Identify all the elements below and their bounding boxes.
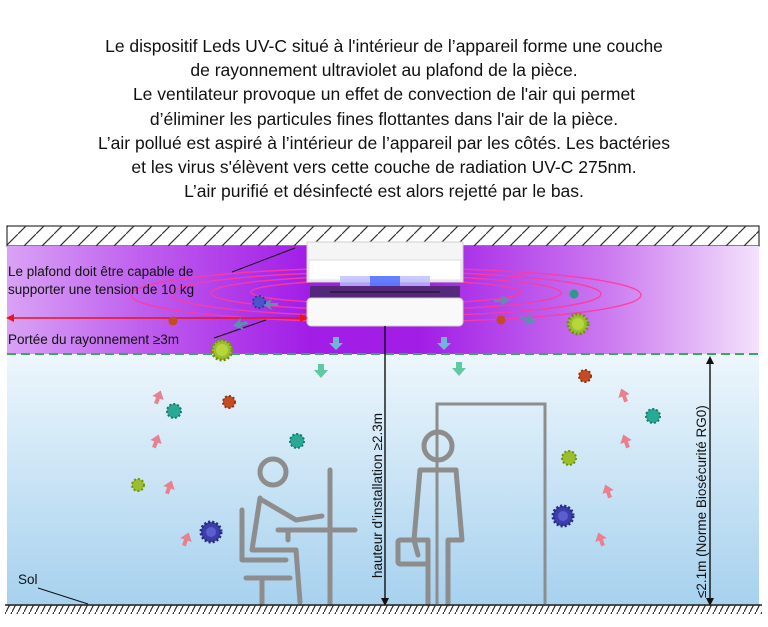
installation-height-label: hauteur d’installation ≥2.3m: [370, 413, 385, 578]
germ-olive-right: [566, 312, 590, 336]
description-line: Le dispositif Leds UV-C situé à l'intéri…: [105, 36, 663, 56]
uv-purifier-device: [306, 241, 464, 327]
ceiling-load-label-line2: supporter une tension de 10 kg: [8, 282, 194, 297]
floor-label: Sol: [18, 572, 38, 587]
safety-height-label: ≤2.1m (Norme Biosécurité RG0): [694, 405, 709, 598]
door-frame: [435, 402, 547, 604]
germ-orange-left: [168, 316, 178, 326]
seated-person-icon: [239, 456, 358, 607]
germ-teal-1: [166, 403, 182, 419]
germ-blue-2: [551, 504, 575, 528]
description-line: d’éliminer les particules fines flottant…: [149, 108, 619, 129]
description-line: et les virus s'élèvent vers cette couche…: [131, 157, 637, 178]
standing-person-icon: [395, 429, 465, 607]
ceiling-load-label-line1: Le plafond doit être capable de: [8, 264, 193, 279]
purified-air-arrows: [314, 362, 466, 378]
airflow-intake-arrows: [232, 295, 536, 331]
description-line: L’air pollué est aspiré à l’intérieur de…: [98, 132, 670, 153]
germ-orange-right: [496, 315, 506, 325]
floor-label-leader: [37, 587, 89, 605]
ceiling-label-leader: [231, 247, 296, 273]
description-line: de rayonnement ultraviolet au plafond de…: [190, 60, 578, 81]
germ-teal-top: [569, 289, 579, 299]
germs: [131, 289, 661, 544]
range-label: Portée du rayonnement ≥3m: [8, 332, 179, 347]
description-text: Le dispositif Leds UV-C situé à l'intéri…: [0, 34, 768, 203]
germ-olive-3: [561, 450, 577, 466]
germ-teal-3: [645, 408, 661, 424]
germ-olive-small: [131, 478, 145, 492]
airflow-outlet-arrows: [329, 337, 451, 350]
germ-teal-2: [289, 433, 305, 449]
germ-blue-1: [199, 520, 223, 544]
rising-air-arrows: [150, 388, 632, 547]
germ-orange-2: [222, 395, 236, 409]
description-line: Le ventilateur provoque un effet de conv…: [132, 84, 636, 105]
germ-orange-3: [578, 369, 592, 383]
germ-blue-top: [252, 295, 266, 309]
range-label-leader: [213, 319, 267, 339]
description-line: L’air purifié et désinfecté est alors re…: [184, 181, 584, 202]
room-space: [7, 354, 759, 606]
germ-olive-center: [210, 338, 234, 362]
floor: [5, 604, 762, 614]
